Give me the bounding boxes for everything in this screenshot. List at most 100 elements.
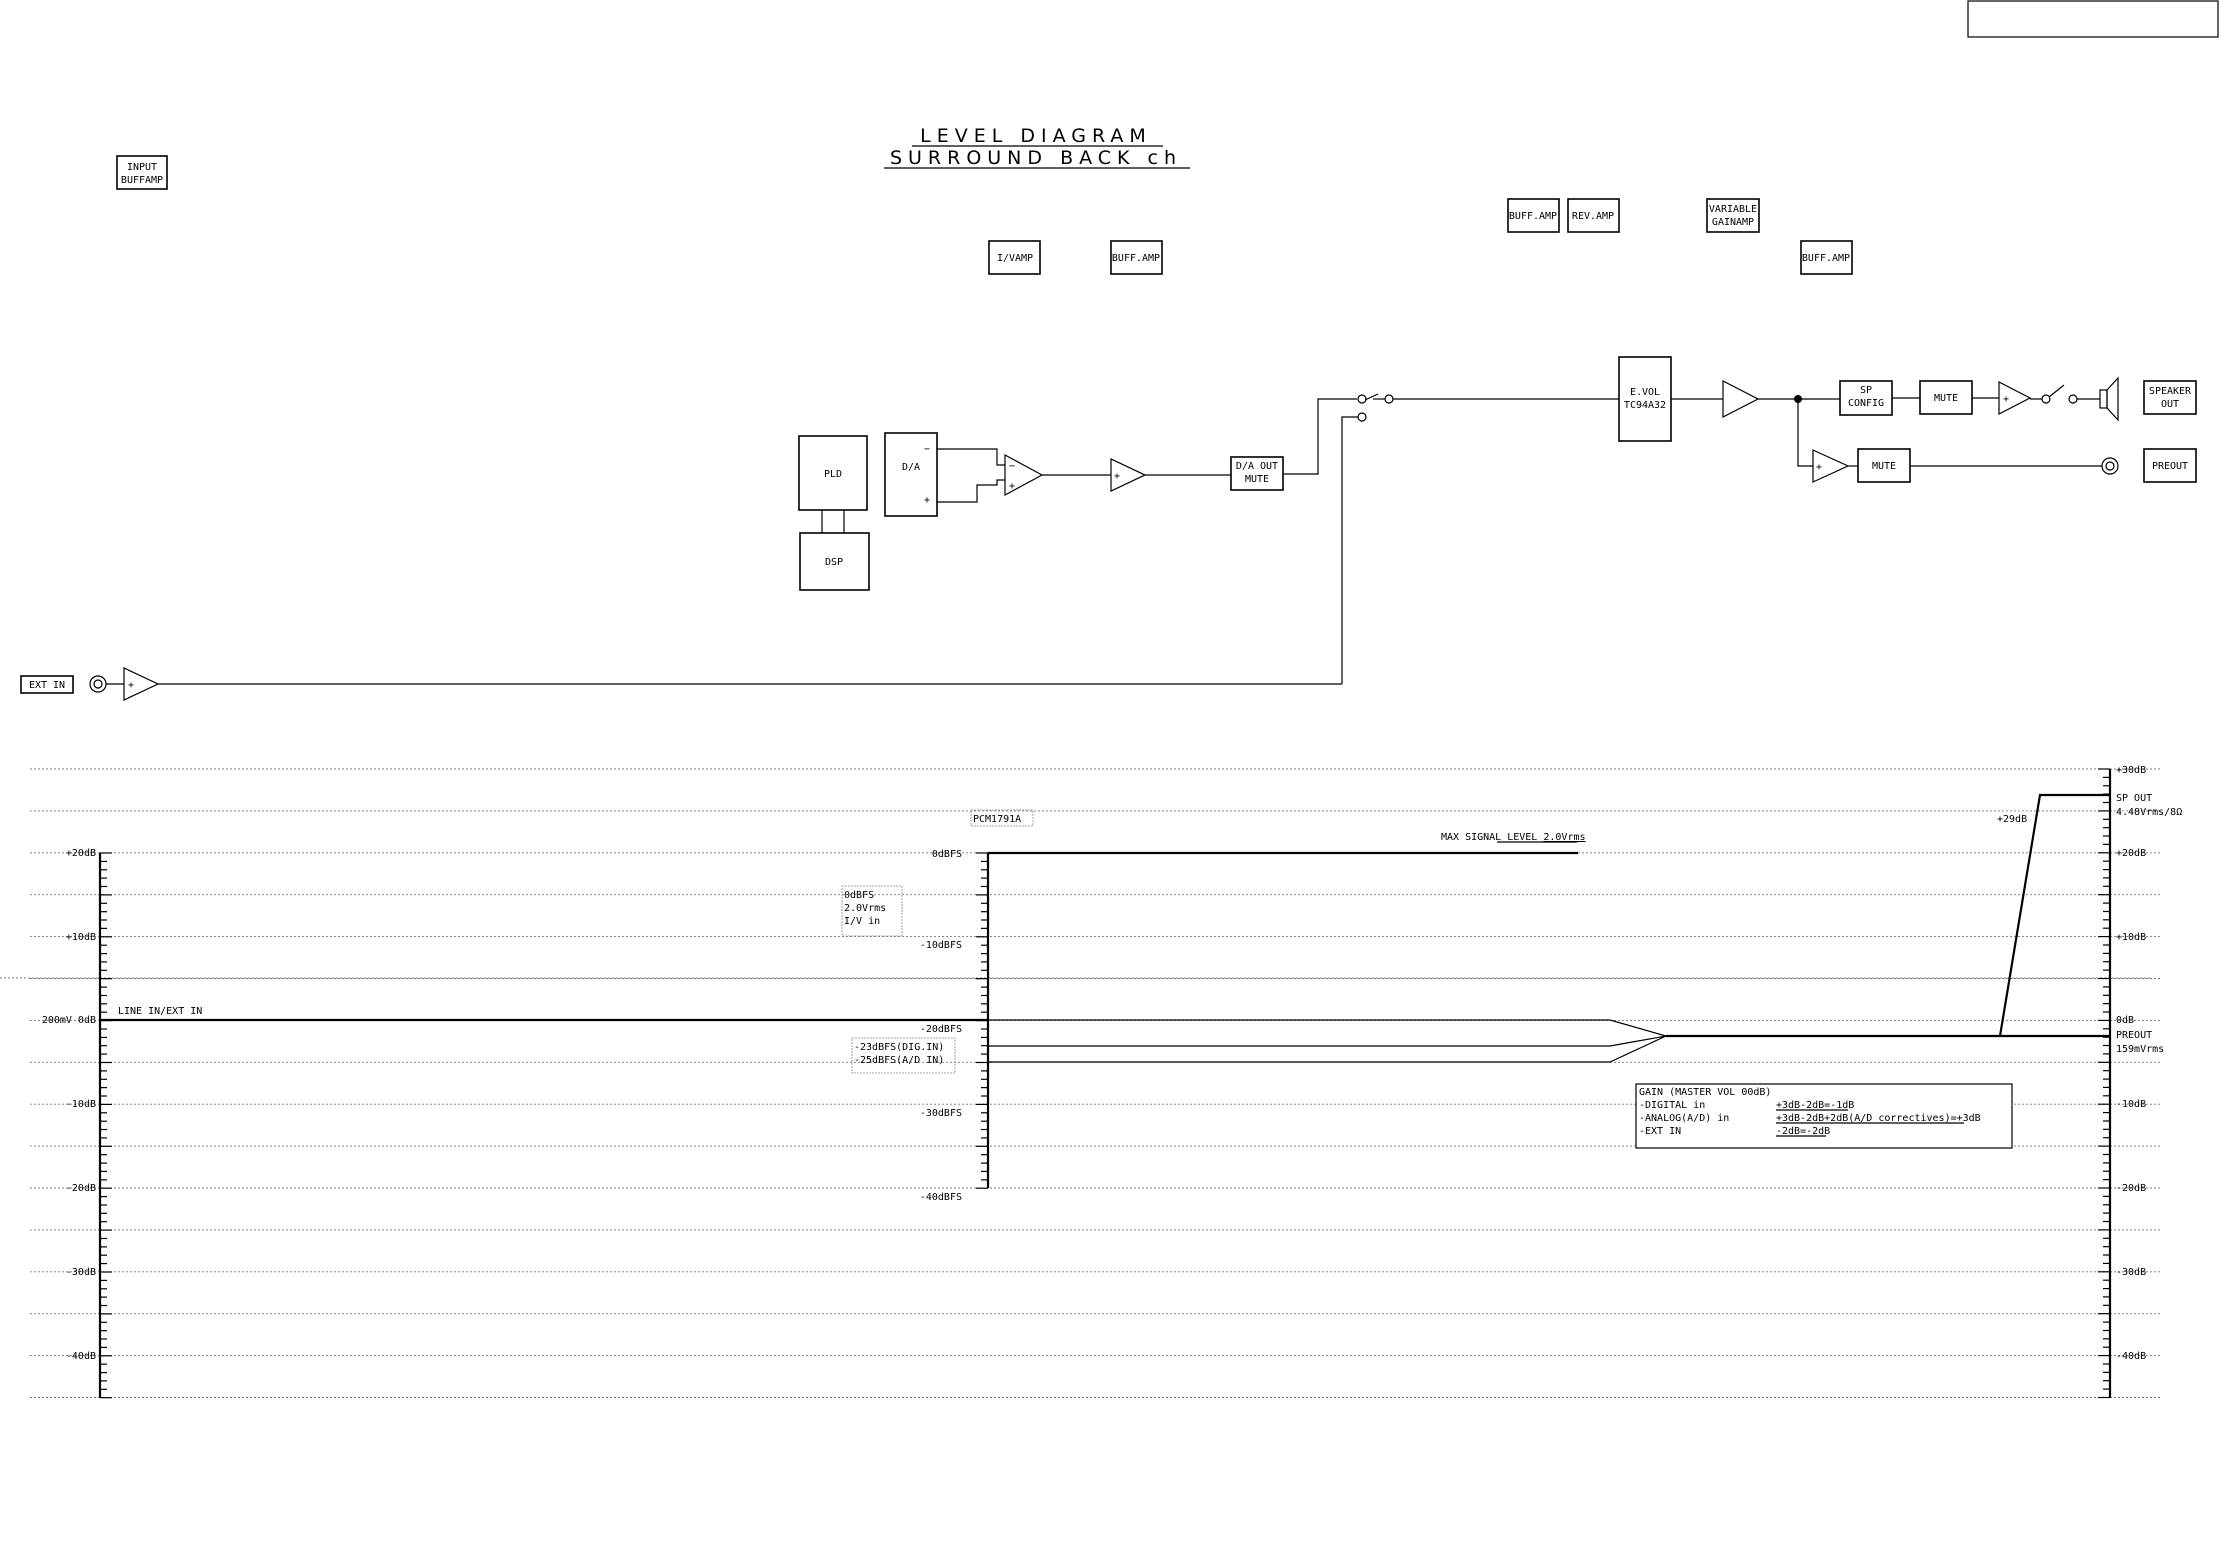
left-tick-plus20: +20dB [66, 848, 96, 859]
ext-in-jack-icon [89, 675, 107, 693]
power-amp-symbol [1998, 381, 2032, 415]
right-tick-minus20: -20dB [2116, 1183, 2146, 1194]
svg-text:+: + [1009, 481, 1015, 492]
gain-row-analog-label: -ANALOG(A/D) in [1639, 1113, 1729, 1124]
sp-out-label: SP OUT [2116, 793, 2152, 804]
svg-text:PLD: PLD [824, 469, 842, 480]
gain-row-analog-value: +3dB-2dB+2dB(A/D correctives)=+3dB [1776, 1113, 1981, 1124]
mid-tick-minus40dbfs: -40dBFS [920, 1192, 962, 1203]
line-in-ext-in-label: LINE IN/EXT IN [118, 1006, 202, 1017]
svg-text:EXT IN: EXT IN [29, 680, 65, 691]
gain-row-digital-value: +3dB-2dB=-1dB [1776, 1100, 1854, 1111]
speaker-relay-switch [2030, 384, 2100, 404]
svg-text:MAX SIGNAL LEVEL 2.0Vrms: MAX SIGNAL LEVEL 2.0Vrms [1441, 832, 1586, 843]
right-tick-0db: 0dB [2116, 1015, 2134, 1026]
left-tick-minus10: -10dB [66, 1099, 96, 1110]
level-scales [98, 768, 2112, 1399]
svg-text:−: − [1009, 461, 1015, 472]
variable-gain-amp-symbol [1722, 380, 1760, 418]
svg-text:TC94A32: TC94A32 [1624, 400, 1666, 411]
right-tick-minus40: -40dB [2116, 1351, 2146, 1362]
amp-label-buff-amp-2: BUFF.AMP [1507, 198, 1560, 233]
dig-in-level-trace [988, 1035, 1667, 1047]
buff-amp-symbol [1110, 458, 1147, 492]
svg-text:I/V in: I/V in [844, 916, 880, 927]
input-selector-switch [1341, 393, 1394, 684]
svg-text:−: − [924, 444, 930, 455]
amp-label-rev-amp: REV.AMP [1567, 198, 1620, 233]
analog-ad-level-trace [988, 1019, 1667, 1037]
evol-block: E.VOL TC94A32 [1618, 356, 1672, 442]
svg-text:PCM1791A: PCM1791A [973, 814, 1021, 825]
ext-in-label: EXT IN [20, 675, 74, 694]
mid-tick-minus30dbfs: -30dBFS [920, 1108, 962, 1119]
svg-text:MUTE: MUTE [1872, 461, 1896, 472]
speaker-mute-block: MUTE [1919, 380, 1973, 415]
svg-text:E.VOL: E.VOL [1630, 387, 1660, 398]
left-tick-minus40: -40dB [66, 1351, 96, 1362]
svg-text:+: + [1816, 462, 1822, 473]
gain-row-ext-label: -EXT IN [1639, 1126, 1681, 1137]
svg-text:INPUT: INPUT [127, 162, 157, 173]
amp-label-buff-amp-3: BUFF.AMP [1800, 240, 1853, 275]
svg-text:SPEAKER: SPEAKER [2149, 386, 2192, 397]
left-tick-minus30: -30dB [66, 1267, 96, 1278]
gain-row-digital-label: -DIGITAL in [1639, 1100, 1705, 1111]
dsp-block: DSP [799, 532, 870, 591]
diagram-title: LEVEL DIAGRAM [920, 125, 1152, 147]
preout-amp-symbol [1812, 449, 1850, 483]
sp-out-level-trace [1998, 793, 2110, 1037]
svg-text:MUTE: MUTE [1934, 393, 1958, 404]
amp-label-buff-amp-1: BUFF.AMP [1110, 240, 1163, 275]
preout-level-value: 159mVrms [2116, 1044, 2164, 1055]
svg-text:+: + [924, 495, 930, 506]
svg-text:+: + [2003, 394, 2009, 405]
mid-tick-minus20dbfs: -20dBFS [920, 1024, 962, 1035]
right-tick-plus30: +30dB [2116, 765, 2146, 776]
dig-in-note: -23dBFS(DIG.IN) -25dBFS(A/D IN) [851, 1037, 956, 1074]
svg-text:OUT: OUT [2161, 399, 2179, 410]
level-gridlines [0, 768, 2160, 1398]
svg-text:-25dBFS(A/D IN): -25dBFS(A/D IN) [854, 1055, 944, 1066]
svg-text:CONFIG: CONFIG [1848, 398, 1884, 409]
amp-label-variable-gainamp: VARIABLE GAINAMP [1706, 198, 1760, 233]
da-out-mute-block: D/A OUT MUTE [1230, 456, 1284, 491]
right-tick-plus20: +20dB [2116, 848, 2146, 859]
pcm-chip-label: PCM1791A [970, 809, 1034, 827]
svg-text:REV.AMP: REV.AMP [1572, 211, 1614, 222]
right-tick-plus10: +10dB [2116, 932, 2146, 943]
da-converter-block: D/A − + [884, 432, 938, 517]
preout-jack-icon [2101, 457, 2119, 475]
right-tick-minus30: -30dB [2116, 1267, 2146, 1278]
plus29-label: +29dB [1997, 814, 2027, 825]
svg-text:BUFF.AMP: BUFF.AMP [1509, 211, 1557, 222]
preout-mute-block: MUTE [1857, 448, 1911, 483]
left-tick-0db: 200mV 0dB [42, 1015, 96, 1026]
ext-in-buff-amp-symbol [123, 667, 160, 701]
title-block-frame [1967, 0, 2219, 38]
svg-text:+: + [1114, 471, 1120, 482]
svg-text:MUTE: MUTE [1245, 474, 1269, 485]
svg-text:2.0Vrms: 2.0Vrms [844, 903, 886, 914]
svg-text:0dBFS: 0dBFS [844, 890, 874, 901]
svg-text:BUFF.AMP: BUFF.AMP [1112, 253, 1160, 264]
sp-config-block: SP CONFIG [1839, 380, 1893, 416]
level-chart: +20dB +10dB 200mV 0dB -10dB -20dB -30dB … [0, 765, 2182, 1399]
left-tick-minus20: -20dB [66, 1183, 96, 1194]
svg-text:BUFFAMP: BUFFAMP [121, 175, 163, 186]
svg-text:BUFF.AMP: BUFF.AMP [1802, 253, 1850, 264]
gain-row-ext-value: -2dB=-2dB [1776, 1126, 1830, 1137]
speaker-icon [2099, 376, 2119, 422]
svg-text:I/VAMP: I/VAMP [997, 253, 1033, 264]
ad-in-level-trace [988, 1035, 1667, 1063]
svg-text:VARIABLE: VARIABLE [1709, 204, 1757, 215]
speaker-out-label: SPEAKER OUT [2143, 380, 2197, 415]
max-signal-level-label: MAX SIGNAL LEVEL 2.0Vrms [1441, 832, 1586, 843]
svg-text:DSP: DSP [825, 557, 843, 568]
gain-table-title: GAIN (MASTER VOL 00dB) [1639, 1087, 1771, 1098]
diagram-subtitle: SURROUND BACK ch [890, 147, 1182, 169]
svg-text:-23dBFS(DIG.IN): -23dBFS(DIG.IN) [854, 1042, 944, 1053]
left-level-scale [98, 852, 112, 1399]
svg-text:+: + [128, 680, 134, 691]
